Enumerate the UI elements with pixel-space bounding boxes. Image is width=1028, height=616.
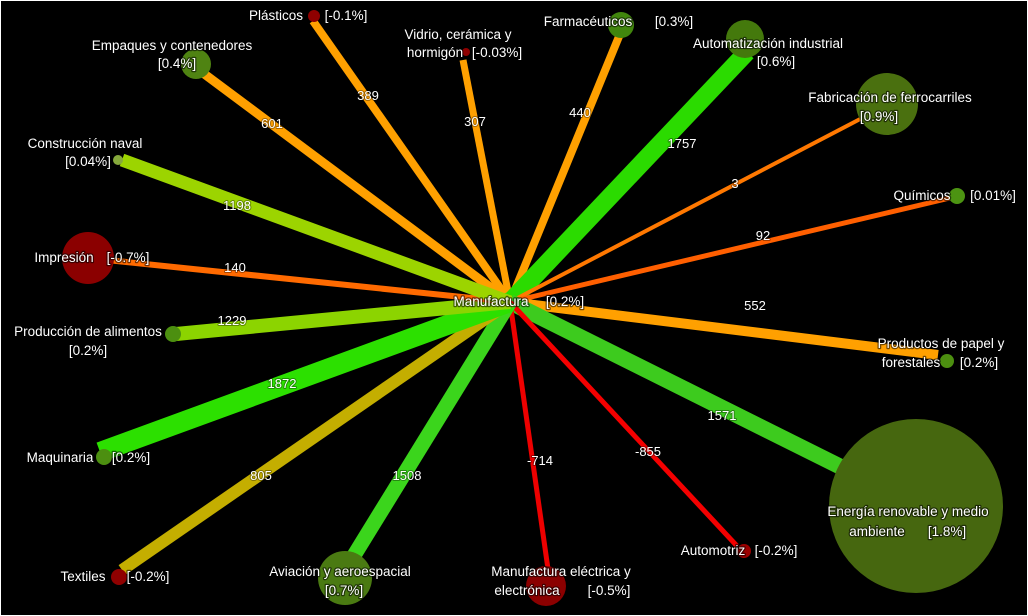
edge-value-farmaceuticos: 440: [569, 105, 591, 120]
edge-value-vidrio: 307: [464, 114, 486, 129]
edge-electronica[interactable]: [507, 301, 551, 570]
node-label-electronica-0: Manufactura eléctrica y: [491, 564, 631, 579]
node-label-empaques-0: Empaques y contenedores: [92, 38, 253, 53]
edge-value-empaques: 601: [261, 116, 283, 131]
node-label-maquinaria-0: Maquinaria: [27, 450, 94, 465]
edge-papel[interactable]: [509, 297, 939, 360]
node-label-vidrio-0: Vidrio, cerámica y: [404, 27, 511, 42]
edge-value-maquinaria: 1872: [268, 376, 297, 391]
node-circle-empaques[interactable]: [181, 49, 211, 79]
node-label-textiles-0: Textiles: [60, 569, 105, 584]
edge-ferrocarriles[interactable]: [509, 115, 865, 304]
node-label-farmaceuticos-0: Farmacéuticos: [544, 14, 633, 29]
node-label-automotriz-1: [-0.2%]: [755, 543, 798, 558]
edge-automotriz[interactable]: [508, 300, 739, 548]
edge-alimentos[interactable]: [175, 295, 511, 341]
node-circle-maquinaria[interactable]: [96, 449, 112, 465]
node-label-vidrio-2: [-0.03%]: [472, 45, 522, 60]
node-label-impresion-1: [-0.7%]: [107, 250, 150, 265]
edge-impresion[interactable]: [106, 257, 511, 305]
edge-value-plasticos: 389: [357, 88, 379, 103]
node-circle-vidrio[interactable]: [462, 48, 470, 56]
node-label-papel-1: forestales: [882, 355, 941, 370]
edge-value-construccion: 1198: [223, 198, 251, 213]
center-node-label-0[interactable]: Manufactura: [452, 293, 530, 311]
edge-aviacion[interactable]: [343, 298, 517, 566]
edge-value-electronica: -714: [527, 453, 553, 468]
node-label-maquinaria-1: [0.2%]: [112, 450, 150, 465]
edge-construccion[interactable]: [119, 153, 513, 309]
node-circle-ferrocarriles[interactable]: [856, 73, 918, 135]
node-label-aviacion-0: Aviación y aeroespacial: [269, 564, 411, 579]
edge-energia[interactable]: [506, 294, 859, 482]
node-label-electronica-1: electrónica: [494, 583, 560, 598]
node-circle-textiles[interactable]: [111, 569, 127, 585]
node-label-automatizacion-1: [0.6%]: [757, 54, 795, 69]
node-circle-aviacion[interactable]: [318, 551, 372, 605]
node-labels-layer: Empaques y contenedores [0.4%] Plásticos [-…: [13, 7, 1017, 600]
node-label-plasticos-1: [-0.1%]: [325, 8, 368, 23]
node-label-papel-0: Productos de papel y: [878, 336, 1005, 351]
edge-maquinaria[interactable]: [96, 292, 514, 462]
node-circle-quimicos[interactable]: [949, 188, 965, 204]
edge-plasticos[interactable]: [309, 18, 514, 305]
edge-farmaceuticos[interactable]: [506, 32, 624, 304]
node-label-ferrocarriles-0: Fabricación de ferrocarriles: [808, 90, 972, 105]
node-circle-automatizacion[interactable]: [726, 20, 764, 58]
node-label-ferrocarriles-1: [0.9%]: [860, 109, 898, 124]
edge-value-ferrocarriles: 3: [731, 176, 738, 191]
edge-empaques[interactable]: [200, 69, 513, 306]
node-label-quimicos-0: Químicos: [893, 188, 950, 203]
node-circle-papel[interactable]: [940, 354, 954, 368]
node-label-plasticos-0: Plásticos: [249, 8, 303, 23]
edge-automatizacion[interactable]: [503, 45, 754, 309]
edge-value-quimicos: 92: [756, 228, 770, 243]
edge-value-alimentos: 1229: [218, 313, 247, 328]
edge-value-automatizacion: 1757: [668, 136, 697, 151]
edge-textiles[interactable]: [118, 297, 514, 575]
edge-quimicos[interactable]: [509, 195, 951, 305]
node-label-construccion-1: [0.04%]: [65, 154, 111, 169]
node-label-quimicos-1: [0.01%]: [970, 188, 1016, 203]
edge-value-energia: 1571: [708, 408, 737, 423]
edge-value-textiles: 805: [250, 468, 272, 483]
node-circle-energia[interactable]: [829, 419, 1003, 593]
edge-vidrio[interactable]: [459, 59, 514, 303]
node-label-aviacion-1: [0.7%]: [325, 583, 363, 598]
node-label-farmaceuticos-1: [0.3%]: [655, 14, 693, 29]
node-circle-automotriz[interactable]: [737, 544, 751, 558]
edge-value-aviacion: 1508: [393, 468, 422, 483]
center-node-label-1[interactable]: [0.2%]: [545, 293, 586, 311]
node-circle-farmaceuticos[interactable]: [608, 12, 634, 38]
node-label-impresion-0: Impresión: [34, 250, 93, 265]
node-circles-layer: [62, 10, 1003, 606]
edge-value-automotriz: -855: [635, 444, 661, 459]
edge-values-layer: 601 389 307 440 1757 3 92 552 1571 -855 -714 1508 80…: [217, 87, 772, 484]
node-label-electronica-2: [-0.5%]: [588, 583, 631, 598]
edge-value-impresion: 140: [224, 260, 246, 275]
node-label-automotriz-0: Automotriz: [681, 543, 746, 558]
node-label-energia-0: Energía renovable y medio: [827, 504, 988, 519]
node-label-vidrio-1: hormigón: [407, 45, 463, 60]
node-label-alimentos-1: [0.2%]: [69, 343, 107, 358]
edge-value-papel: 552: [744, 298, 766, 313]
node-label-alimentos-0: Producción de alimentos: [14, 324, 162, 339]
node-circle-electronica[interactable]: [526, 566, 566, 606]
edges-layer: [96, 18, 951, 575]
node-circle-alimentos[interactable]: [165, 326, 181, 342]
node-circle-plasticos[interactable]: [308, 10, 320, 22]
node-circle-construccion[interactable]: [113, 155, 123, 165]
node-label-automatizacion-0: Automatización industrial: [693, 36, 843, 51]
node-label-construccion-0: Construcción naval: [28, 136, 143, 151]
node-circle-impresion[interactable]: [62, 232, 114, 284]
node-label-energia-2: [1.8%]: [928, 524, 966, 539]
node-label-energia-1: ambiente: [849, 524, 905, 539]
node-label-papel-2: [0.2%]: [960, 355, 998, 370]
node-label-empaques-1: [0.4%]: [158, 56, 196, 71]
node-label-textiles-1: [-0.2%]: [127, 569, 170, 584]
